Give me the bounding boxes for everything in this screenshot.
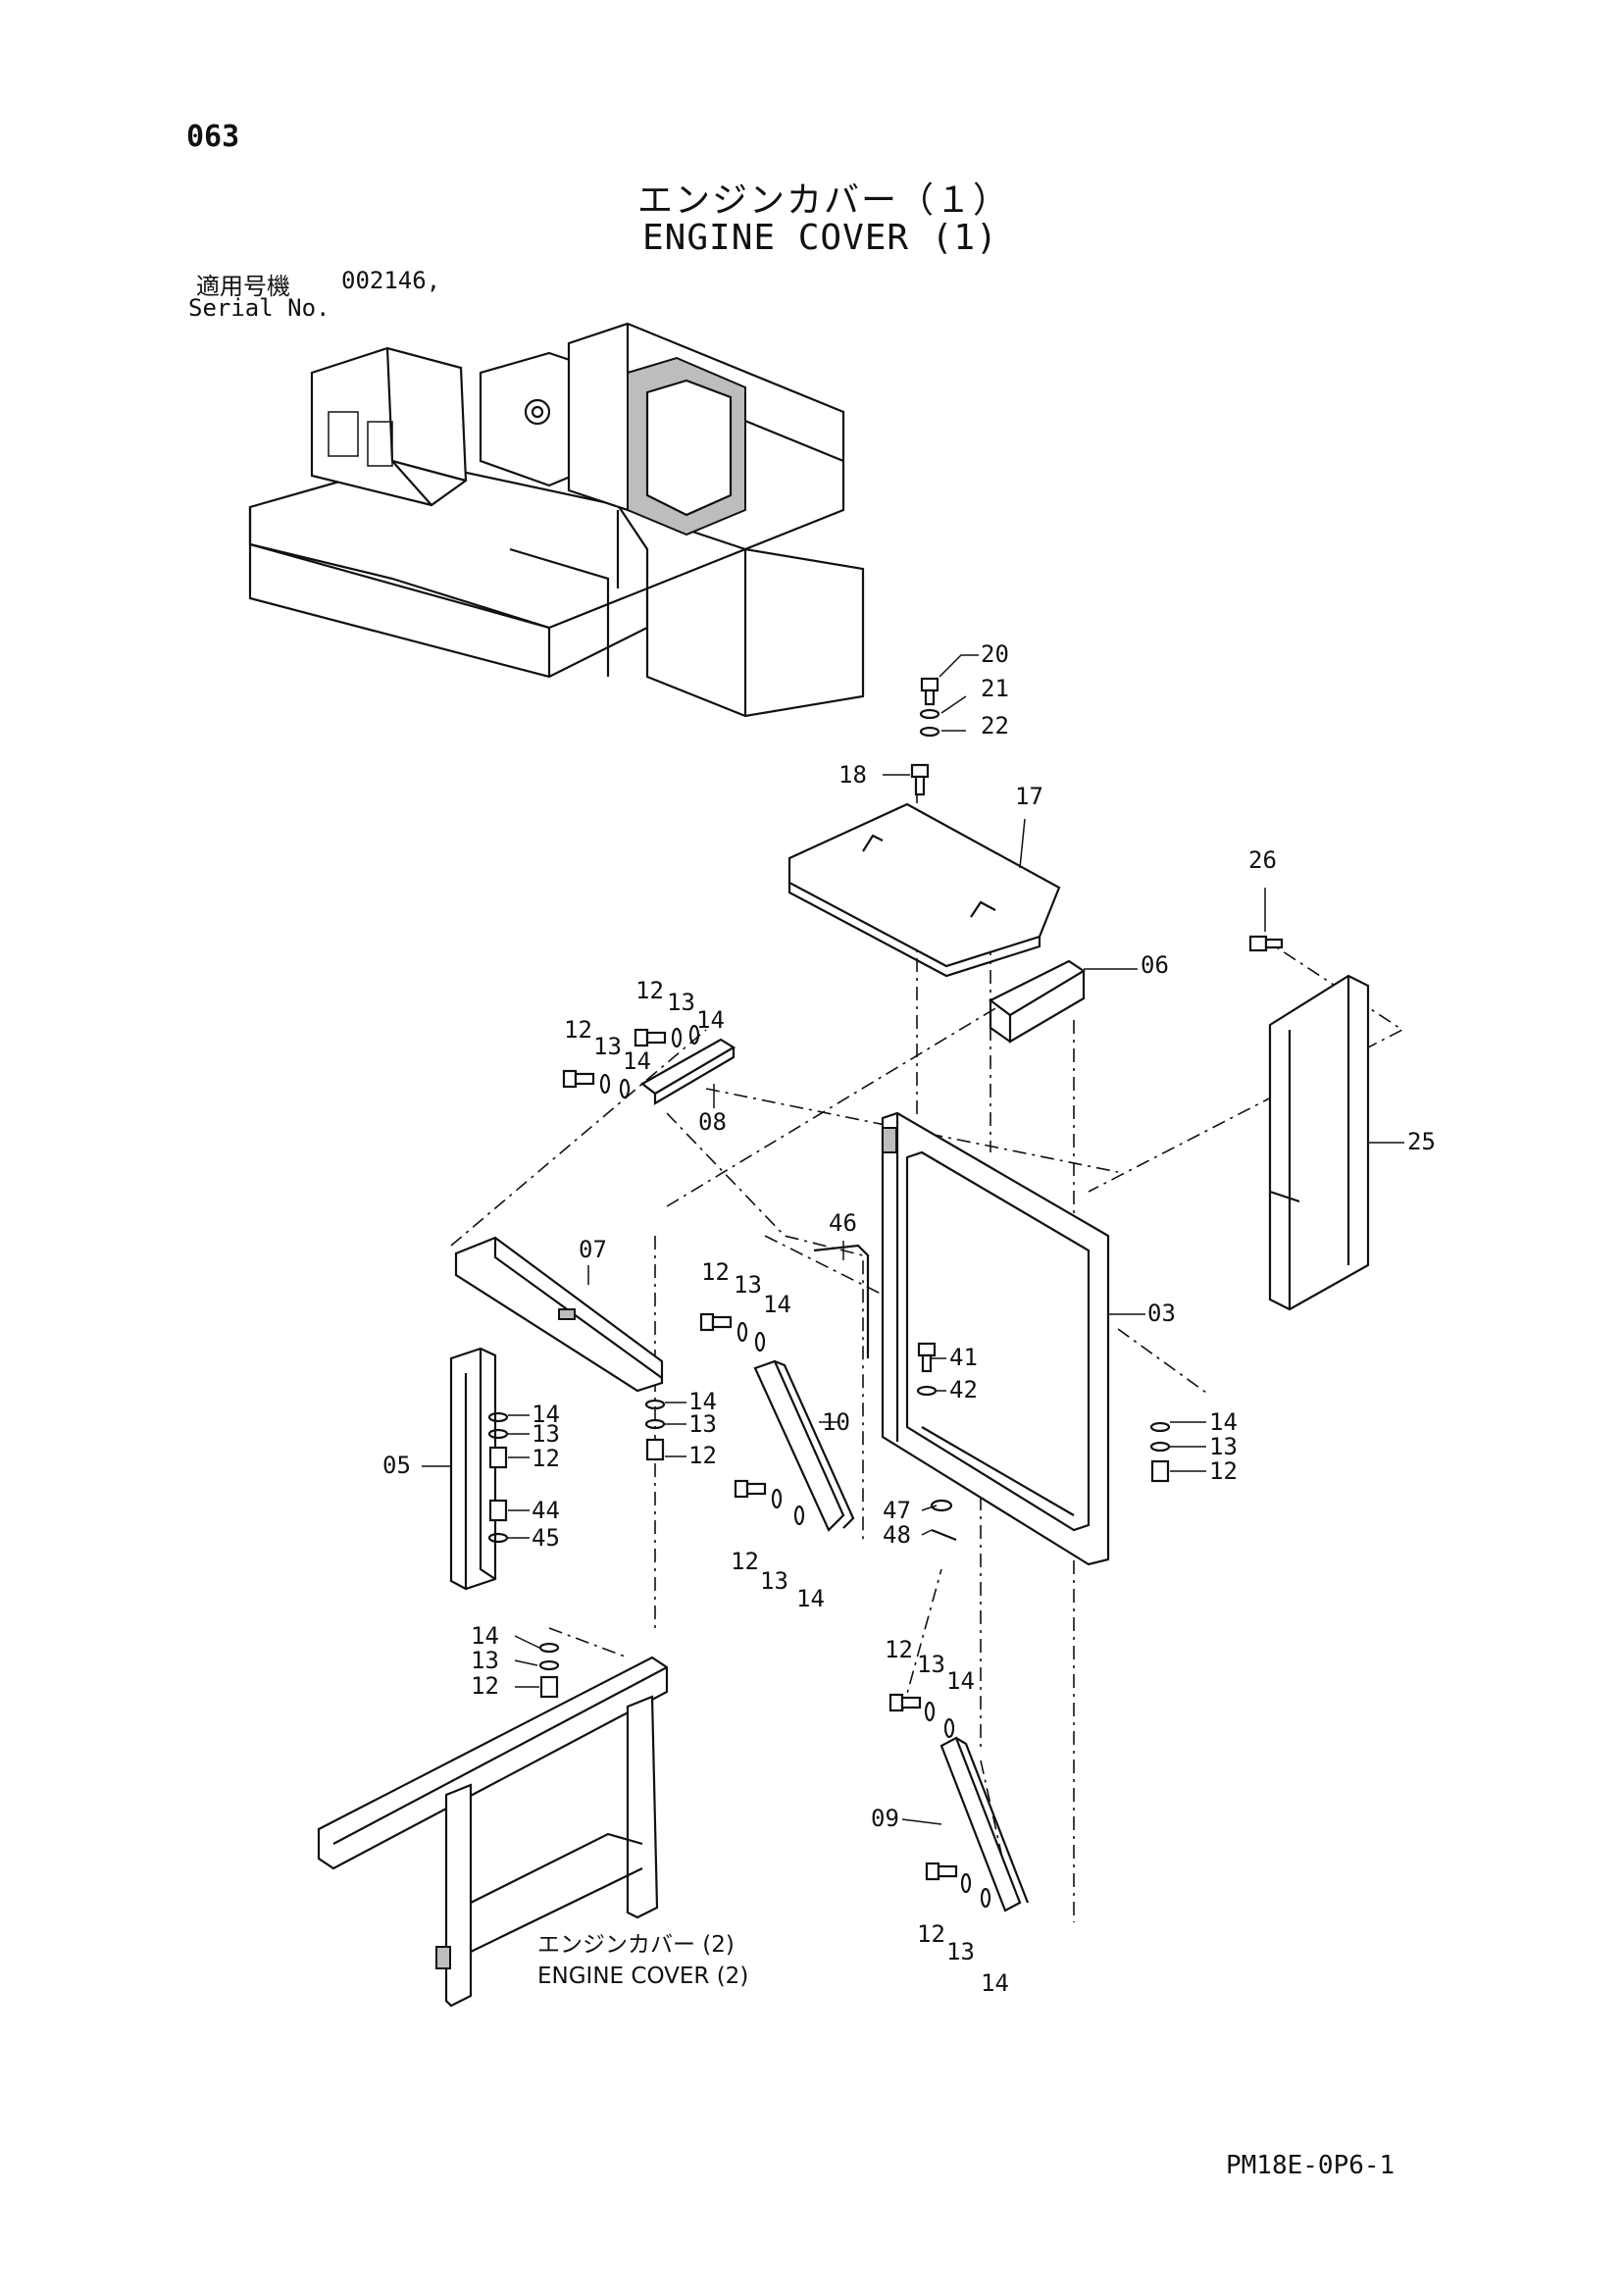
callout-20: 20	[981, 640, 1009, 668]
exploded-view-lines	[450, 790, 1404, 1922]
part-09-arm	[939, 1736, 1030, 1913]
callout-45: 45	[532, 1524, 560, 1552]
callout-03: 03	[1147, 1300, 1176, 1327]
callout-13: 13	[760, 1567, 788, 1595]
part-10-arm	[753, 1359, 855, 1532]
callout-14: 14	[796, 1585, 825, 1612]
callout-42: 42	[949, 1376, 978, 1403]
callout-12: 12	[688, 1442, 717, 1469]
engine-cover-2-frame	[317, 1656, 669, 2008]
part-07-beam	[454, 1236, 664, 1393]
callout-14: 14	[946, 1667, 975, 1695]
engine-cover-2-label-jp: エンジンカバー (2)	[537, 1932, 735, 1958]
callout-leaders	[422, 654, 1404, 1825]
callout-13: 13	[593, 1033, 622, 1060]
callout-14: 14	[696, 1006, 725, 1034]
callout-26: 26	[1248, 846, 1277, 874]
part-06-bracket	[988, 959, 1087, 1044]
callout-41: 41	[949, 1344, 978, 1371]
callout-47: 47	[883, 1497, 911, 1524]
callout-13: 13	[532, 1420, 560, 1448]
callout-13: 13	[734, 1271, 762, 1299]
callout-10: 10	[822, 1408, 850, 1436]
callout-labels: 20 21 22 18 17 26 06 25 08 07 46 03 10 4…	[382, 640, 1436, 1997]
part-25-side-panel	[1268, 974, 1370, 1311]
callout-05: 05	[382, 1452, 411, 1479]
engine-cover-2-label-en: ENGINE COVER (2)	[537, 1964, 748, 1989]
callout-12: 12	[731, 1548, 759, 1575]
callout-08: 08	[698, 1108, 727, 1136]
part-05-post	[449, 1347, 497, 1591]
callout-13: 13	[471, 1647, 499, 1674]
page-title-jp: エンジンカバー（１）	[637, 180, 1011, 221]
callout-14: 14	[1209, 1408, 1238, 1436]
callout-12: 12	[1209, 1457, 1238, 1485]
callout-21: 21	[981, 675, 1009, 702]
callout-14: 14	[981, 1969, 1009, 1997]
callout-12: 12	[532, 1445, 560, 1472]
callout-13: 13	[688, 1410, 717, 1438]
callout-12: 12	[917, 1920, 945, 1948]
callout-12: 12	[885, 1636, 913, 1663]
callout-12: 12	[635, 977, 664, 1004]
part-08-bracket	[640, 1038, 736, 1105]
callout-12: 12	[701, 1258, 730, 1286]
machine-overview-illustration	[248, 322, 865, 718]
page-title-en: ENGINE COVER (1)	[642, 218, 998, 258]
callout-25: 25	[1407, 1128, 1436, 1155]
callout-48: 48	[883, 1521, 911, 1549]
callout-18: 18	[838, 761, 867, 789]
callout-09: 09	[871, 1805, 899, 1832]
part-17-cover-plate	[787, 802, 1061, 978]
callout-14: 14	[471, 1622, 499, 1650]
callout-14: 14	[623, 1047, 651, 1075]
callout-13: 13	[946, 1938, 975, 1965]
serial-label-en: Serial No.	[188, 294, 330, 322]
callout-44: 44	[532, 1497, 560, 1524]
part-46-rod	[813, 1244, 870, 1358]
serial-value: 002146,	[341, 267, 441, 294]
page-number: 063	[186, 120, 240, 154]
callout-12: 12	[471, 1672, 499, 1700]
fasteners	[487, 677, 1284, 1909]
callout-13: 13	[917, 1651, 945, 1678]
callout-14: 14	[688, 1388, 717, 1415]
part-03-main-frame	[881, 1111, 1110, 1566]
callout-46: 46	[829, 1209, 857, 1237]
callout-17: 17	[1015, 783, 1043, 810]
callout-13: 13	[667, 989, 695, 1016]
callout-14: 14	[763, 1291, 791, 1318]
callout-07: 07	[579, 1236, 607, 1263]
callout-06: 06	[1141, 951, 1169, 979]
callout-13: 13	[1209, 1433, 1238, 1460]
callout-22: 22	[981, 712, 1009, 740]
drawing-code: PM18E-0P6-1	[1226, 2151, 1396, 2180]
callout-12: 12	[564, 1016, 592, 1044]
callout-14: 14	[532, 1401, 560, 1428]
serial-label-jp: 適用号機	[196, 273, 290, 300]
